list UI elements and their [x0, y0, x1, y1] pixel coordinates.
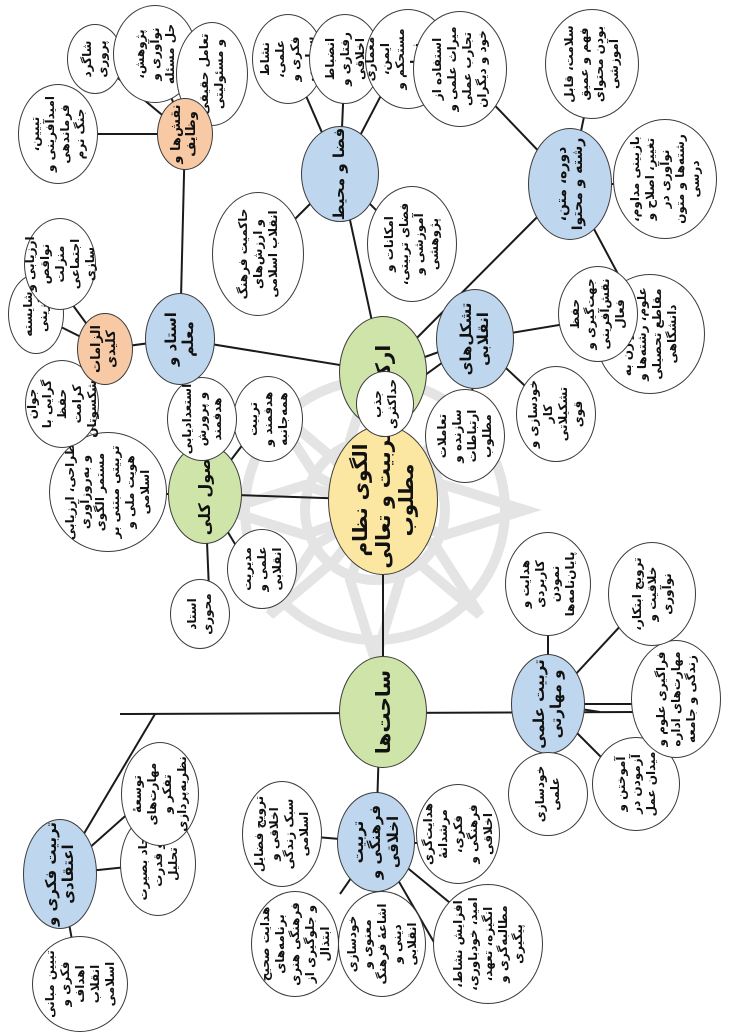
leaf-cultural-1: ترویج فضایل اخلاقی و سبک زندگی اسلامی	[242, 781, 322, 887]
leaf-principle-1-label: استاد محوری	[185, 593, 214, 635]
leaf-role-1-label: تبیین، امیدآفرینی و فرماندهی جنگ نرم	[28, 96, 87, 172]
leaf-cultural-2-label: هدایت صحیح برنامه‌های فرهنگی هنری و جلوگ…	[257, 902, 332, 986]
hub-principles-label: اصول کلی	[194, 452, 214, 536]
leaf-revolutionary-4-label: حفظ جهت‌گیری و نقش‌آفرینی فعال	[568, 278, 627, 350]
leaf-cultural-5-label: هدایت‌گری مرشدانهٔ فکری، فرهنگی و اخلاقی	[420, 803, 495, 866]
pillar-environment: فضا و محیط	[301, 126, 379, 222]
leaf-cultural-3: خودسازی معنوی و اشاعهٔ فرهنگ دینی و انقل…	[338, 891, 426, 997]
leaf-principle-1: استاد محوری	[170, 579, 230, 649]
leaf-cultural-4-label: افزایش نشاط، امید، خودباوری، انگیزه، تعه…	[450, 897, 525, 991]
leaf-revolutionary-3: خودسازی و کار تشکیلاتی قوی	[516, 366, 596, 462]
leaf-principle-5: استعدادیابی و پرورش هدفمند	[167, 377, 237, 461]
leaf-revolutionary-1: جذب حداکثری	[356, 371, 414, 437]
leaf-principle-5-label: استعدادیابی و پرورش هدفمند	[179, 383, 224, 455]
leaf-obligation-1-label: جوان گرایی با حفظ کرامت پیشکسوتان	[24, 370, 99, 438]
leaf-principle-2: مدیریت علمی و انقلابی	[227, 529, 297, 609]
leaf-scientific-3-label: فراگیری علوم و مهارت‌های اداره زندگی و ج…	[653, 651, 698, 747]
leaf-revolutionary-2: تعاملات سازنده و ارتباطات مطلوب	[425, 389, 505, 483]
leaf-principle-4: تربیت هدفمند و همه‌جانبه	[233, 376, 303, 462]
leaf-scientific-4: ترویج ابتکار، خلاقیت و نوآوری	[608, 542, 696, 646]
leaf-revolutionary-2-label: تعاملات سازنده و ارتباطات مطلوب	[435, 409, 494, 463]
leaf-scientific-1: خودسازی علمی	[508, 752, 588, 836]
leaf-scientific-4-label: ترویج ابتکار، خلاقیت و نوآوری	[629, 557, 674, 631]
hub-arenas: ساحت‌ها	[339, 656, 427, 768]
pillar-roles: نقش‌ها و وظایف	[157, 98, 213, 170]
leaf-curriculum-3-label: استفاده از میراث علمی و تجارب عملی خود و…	[430, 26, 489, 112]
pillar-teacher-label: استاد و معلم	[161, 312, 197, 366]
center-node: الگوی نظام تربیت و تعالی مطلوب	[328, 425, 438, 575]
leaf-scientific-5-label: هدایت و کاربردی نمودن پایان‌نامه‌ها	[518, 551, 577, 617]
leaf-curriculum-2-label: بازبینی مداوم، تغییر، اصلاح و نوآوری در …	[627, 134, 702, 224]
pillar-environment-label: فضا و محیط	[330, 127, 349, 221]
leaf-role-4-label: تعامل حقیقی و مسئولیتی	[197, 33, 226, 115]
leaf-curriculum-4-label: سلامت، قابل فهم و عمیق بودن محتوای آموزش…	[562, 25, 621, 103]
leaf-cultural-4: افزایش نشاط، امید، خودباوری، انگیزه، تعه…	[433, 884, 543, 1004]
leaf-principle-2-label: مدیریت علمی و انقلابی	[239, 546, 284, 592]
leaf-ideological-1: تبیین مبانی فکری و اهداف انقلاب اسلامی	[32, 936, 128, 1032]
leaf-role-3-label: پژوهش، نوآوری و حل مسئله	[132, 23, 177, 85]
arena-scientific: تربیت علمی و مهارتی	[511, 654, 585, 754]
leaf-cultural-2: هدایت صحیح برنامه‌های فرهنگی هنری و جلوگ…	[251, 891, 339, 997]
hub-arenas-label: ساحت‌ها	[370, 669, 395, 755]
arena-scientific-label: تربیت علمی و مهارتی	[529, 659, 565, 749]
leaf-revolutionary-1-label: جذب حداکثری	[370, 378, 399, 430]
pillar-revolutionary-label: تشکل‌های انقلابی	[456, 302, 492, 376]
leaf-environment-4-label: انضباط رفتاری و اخلاقی	[322, 32, 367, 86]
leaf-principle-4-label: تربیت هدفمند و همه‌جانبه	[245, 391, 290, 447]
arena-ideological-label: تربیت فکری و اعتقادی	[41, 822, 77, 926]
leaf-ideological-3: توسعهٔ مهارت‌های تفکر و نظریه‌پردازی	[121, 742, 199, 846]
leaf-environment-2: امکانات و فضای تربیتی، آموزشی و پژوهشی	[367, 186, 457, 302]
leaf-curriculum-2: بازبینی مداوم، تغییر، اصلاح و نوآوری در …	[613, 119, 717, 239]
leaf-role-1: تبیین، امیدآفرینی و فرماندهی جنگ نرم	[18, 84, 98, 184]
leaf-cultural-3-label: خودسازی معنوی و اشاعهٔ فرهنگ دینی و انقل…	[344, 903, 419, 985]
leaf-scientific-2-label: آموختن و آزمودن در میدان عمل	[613, 751, 658, 817]
pillar-curriculum: دوره، متن، رشته و محتوا	[528, 128, 612, 240]
leaf-curriculum-4: سلامت، قابل فهم و عمیق بودن محتوای آموزش…	[545, 9, 639, 119]
pillar-roles-label: نقش‌ها و وظایف	[169, 104, 199, 164]
pillar-teacher: استاد و معلم	[145, 293, 215, 385]
pillar-obligations-label: الزامات کلیدی	[89, 325, 119, 373]
leaf-scientific-3: فراگیری علوم و مهارت‌های اداره زندگی و ج…	[631, 640, 721, 758]
leaf-obligation-3: ارزیابی و نواقص منزلت اجتماعی سازی	[22, 218, 97, 310]
leaf-ideological-1-label: تبیین مبانی فکری و اهداف انقلاب اسلامی	[42, 950, 117, 1018]
leaf-obligation-3-label: ارزیابی و نواقص منزلت اجتماعی سازی	[22, 236, 97, 292]
leaf-scientific-1-label: خودسازی علمی	[533, 765, 562, 823]
leaf-curriculum-3: استفاده از میراث علمی و تجارب عملی خود و…	[413, 11, 507, 127]
pillar-curriculum-label: دوره، متن، رشته و محتوا	[553, 137, 586, 231]
leaf-principle-3-label: طراحی، ارزیابی و به‌روزآوری مستمر الگوی …	[63, 444, 152, 540]
arena-cultural: تربیت فرهنگی و اخلاقی	[337, 792, 415, 892]
leaf-revolutionary-3-label: خودسازی و کار تشکیلاتی قوی	[526, 379, 585, 449]
leaf-environment-1-label: حاکمیت فرهنگ و ارزش‌های انقلاب اسلامی	[235, 208, 280, 300]
arena-cultural-label: تربیت فرهنگی و اخلاقی	[349, 804, 402, 880]
leaf-principle-3: طراحی، ارزیابی و به‌روزآوری مستمر الگوی …	[49, 432, 167, 552]
leaf-scientific-5: هدایت و کاربردی نمودن پایان‌نامه‌ها	[505, 532, 591, 636]
leaf-environment-2-label: امکانات و فضای تربیتی، آموزشی و پژوهشی	[382, 202, 441, 286]
pillar-obligations: الزامات کلیدی	[77, 313, 133, 385]
leaf-cultural-1-label: ترویج فضایل اخلاقی و سبک زندگی اسلامی	[252, 795, 311, 873]
leaf-revolutionary-4: حفظ جهت‌گیری و نقش‌آفرینی فعال	[558, 266, 638, 362]
leaf-role-2-label: شاگرد پروری	[80, 40, 109, 78]
arena-ideological: تربیت فکری و اعتقادی	[23, 819, 97, 929]
center-node-label: الگوی نظام تربیت و تعالی مطلوب	[347, 431, 418, 569]
pillar-revolutionary: تشکل‌های انقلابی	[436, 289, 514, 389]
leaf-ideological-3-label: توسعهٔ مهارت‌های تفکر و نظریه‌پردازی	[130, 756, 189, 832]
leaf-cultural-5: هدایت‌گری مرشدانهٔ فکری، فرهنگی و اخلاقی	[416, 784, 500, 884]
leaf-environment-1: حاکمیت فرهنگ و ارزش‌های انقلاب اسلامی	[212, 192, 304, 316]
